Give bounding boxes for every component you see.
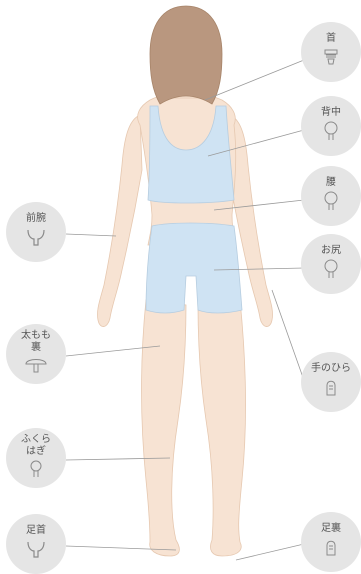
hair xyxy=(150,6,222,104)
badge-calf-label-1: ふくら xyxy=(21,434,51,446)
badge-sole-label: 足裏 xyxy=(321,523,341,535)
right-leg xyxy=(198,300,246,556)
leader-line-palm xyxy=(272,290,306,386)
badge-palm[interactable]: 手のひら xyxy=(301,352,361,412)
badge-forearm-label: 前腕 xyxy=(26,213,46,225)
badge-hips[interactable]: お尻 xyxy=(301,234,361,294)
shorts xyxy=(146,223,242,313)
attachment-head-round-icon xyxy=(322,259,340,279)
attachment-head-round-icon xyxy=(322,191,340,211)
attachment-head-ridged-icon xyxy=(322,47,340,65)
attachment-head-bullet-icon xyxy=(324,537,338,557)
badge-hips-label: お尻 xyxy=(321,245,341,257)
attachment-head-fork-icon xyxy=(25,539,47,559)
badge-waist-label: 腰 xyxy=(326,177,336,189)
attachment-head-bullet-icon xyxy=(324,377,338,397)
attachment-head-fork-icon xyxy=(25,227,47,247)
badge-thigh[interactable]: 太もも 裏 xyxy=(6,324,66,384)
badge-back-label: 背中 xyxy=(321,107,341,119)
badge-ankle-label: 足首 xyxy=(26,525,46,537)
badge-thigh-label-2: 裏 xyxy=(31,342,41,354)
badge-palm-label: 手のひら xyxy=(311,363,351,375)
badge-neck[interactable]: 首 xyxy=(301,22,361,82)
badge-back[interactable]: 背中 xyxy=(301,96,361,156)
badge-calf[interactable]: ふくら はぎ xyxy=(6,428,66,488)
left-leg xyxy=(142,300,187,556)
badge-forearm[interactable]: 前腕 xyxy=(6,202,66,262)
badge-neck-label: 首 xyxy=(326,33,336,45)
attachment-head-mushroom-icon xyxy=(24,356,48,374)
badge-ankle[interactable]: 足首 xyxy=(6,514,66,574)
badge-calf-label-2: はぎ xyxy=(26,446,46,458)
badge-thigh-label-1: 太もも xyxy=(21,330,51,342)
attachment-head-round-icon xyxy=(27,460,45,478)
leader-line-sole xyxy=(236,544,304,560)
badge-waist[interactable]: 腰 xyxy=(301,166,361,226)
left-arm xyxy=(97,115,142,327)
badge-sole[interactable]: 足裏 xyxy=(301,512,361,572)
attachment-head-round-icon xyxy=(322,121,340,141)
leader-line-forearm xyxy=(66,234,116,236)
